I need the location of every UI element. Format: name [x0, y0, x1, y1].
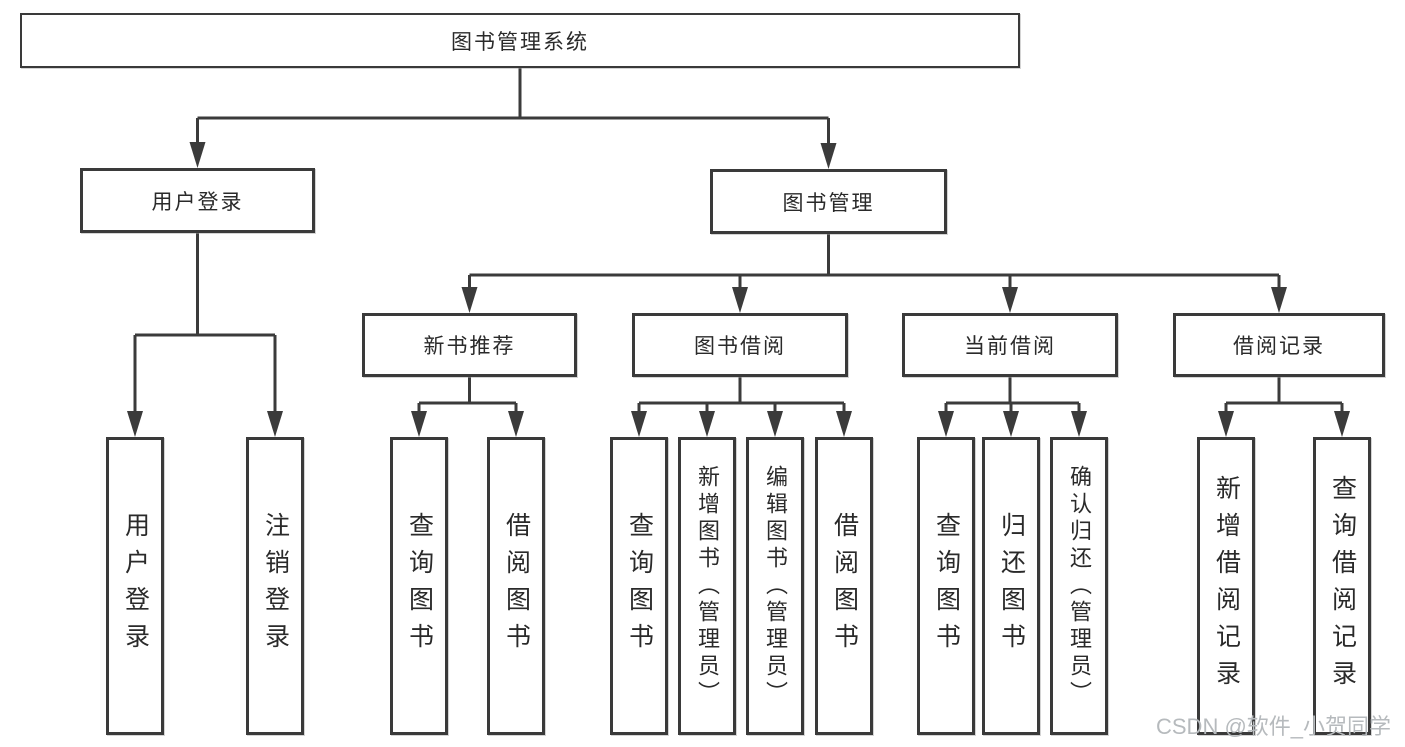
- node-book-management-label: 图书管理: [782, 191, 875, 215]
- leaf-query-books-current: 查询图书: [917, 437, 975, 735]
- node-book-borrowing-label: 图书借阅: [694, 335, 786, 358]
- node-current-borrowing-label: 当前借阅: [964, 335, 1056, 358]
- leaf-borrow-books-recommend: 借阅图书: [487, 437, 545, 735]
- node-borrowing-records: 借阅记录: [1173, 313, 1385, 377]
- node-library-management-system-label: 图书管理系统: [451, 30, 589, 54]
- leaf-logout-label: 注销登录: [261, 512, 290, 660]
- leaf-user-login: 用户登录: [106, 437, 164, 735]
- leaf-borrow-books: 借阅图书: [815, 437, 873, 735]
- leaf-confirm-return-admin: 确认归还（管理员）: [1050, 437, 1108, 735]
- leaf-add-books-admin-label: 新增图书（管理员）: [695, 464, 720, 708]
- leaf-borrow-books-recommend-label: 借阅图书: [502, 512, 531, 660]
- leaf-query-books-current-label: 查询图书: [932, 512, 961, 660]
- leaf-borrow-books-label: 借阅图书: [830, 512, 859, 660]
- leaf-edit-books-admin: 编辑图书（管理员）: [746, 437, 804, 735]
- leaf-query-books-borrow: 查询图书: [610, 437, 668, 735]
- node-borrowing-records-label: 借阅记录: [1233, 335, 1325, 358]
- node-new-book-recommendation-label: 新书推荐: [423, 335, 516, 358]
- arrowheads: [127, 142, 1350, 437]
- leaf-query-borrow-record: 查询借阅记录: [1313, 437, 1371, 735]
- leaf-logout: 注销登录: [246, 437, 304, 735]
- leaf-add-books-admin: 新增图书（管理员）: [678, 437, 736, 735]
- leaf-return-books: 归还图书: [982, 437, 1040, 735]
- node-library-management-system: 图书管理系统: [20, 13, 1020, 68]
- leaf-confirm-return-admin-label: 确认归还（管理员）: [1067, 464, 1092, 708]
- leaf-user-login-label: 用户登录: [121, 512, 150, 660]
- leaf-query-borrow-record-label: 查询借阅记录: [1328, 475, 1357, 697]
- node-book-management: 图书管理: [710, 169, 947, 234]
- node-current-borrowing: 当前借阅: [902, 313, 1118, 377]
- leaf-query-books-borrow-label: 查询图书: [625, 512, 654, 660]
- node-user-login: 用户登录: [80, 168, 315, 233]
- leaf-add-borrow-record-label: 新增借阅记录: [1212, 475, 1241, 697]
- leaf-query-books-recommend-label: 查询图书: [405, 512, 434, 660]
- node-user-login-label: 用户登录: [151, 190, 244, 214]
- node-book-borrowing: 图书借阅: [632, 313, 848, 377]
- node-new-book-recommendation: 新书推荐: [362, 313, 577, 377]
- leaf-add-borrow-record: 新增借阅记录: [1197, 437, 1255, 735]
- csdn-watermark: CSDN @软件_小贺同学: [1156, 714, 1392, 739]
- leaf-return-books-label: 归还图书: [997, 512, 1026, 660]
- leaf-query-books-recommend: 查询图书: [390, 437, 448, 735]
- leaf-edit-books-admin-label: 编辑图书（管理员）: [763, 464, 788, 708]
